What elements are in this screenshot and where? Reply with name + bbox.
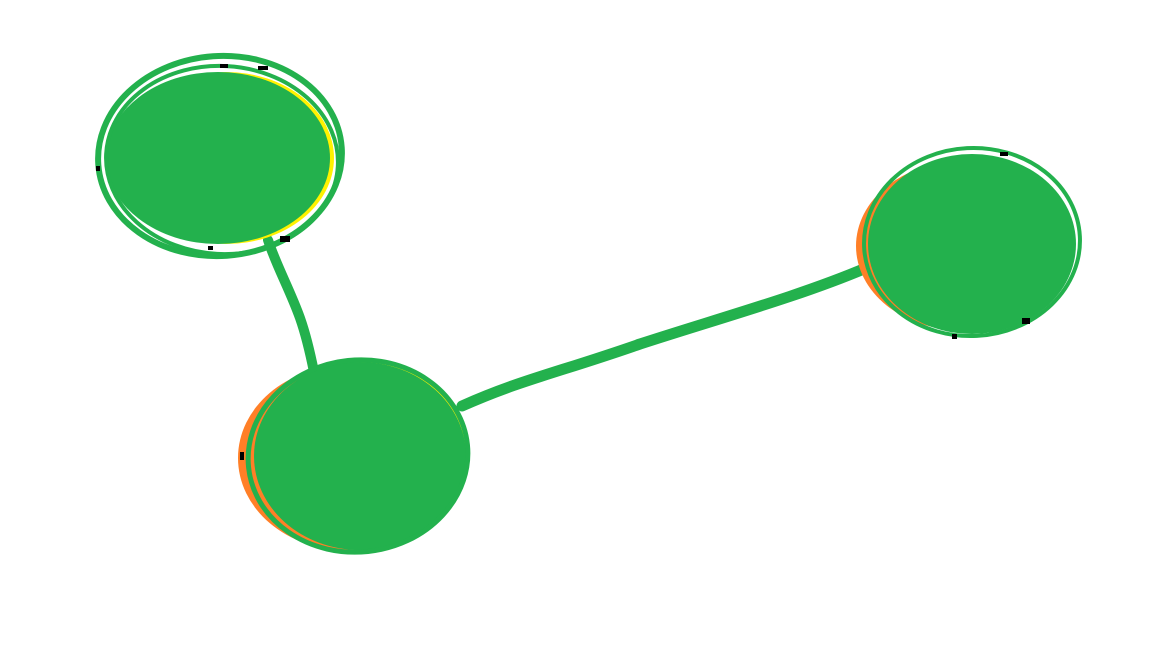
node-a	[95, 52, 345, 260]
node-c-outline	[862, 145, 1082, 339]
edge-a-b	[263, 235, 319, 377]
node-a-specks	[96, 64, 290, 250]
node-b-outline	[245, 357, 471, 555]
node-b-body	[254, 362, 466, 550]
edges	[263, 235, 872, 412]
node-c-body	[868, 154, 1076, 334]
node-b-specks	[240, 452, 244, 460]
node-c	[856, 145, 1082, 339]
node-a-body	[106, 72, 330, 244]
edge-b-c	[456, 262, 872, 412]
node-b	[238, 357, 471, 555]
node-c-specks	[952, 152, 1030, 339]
